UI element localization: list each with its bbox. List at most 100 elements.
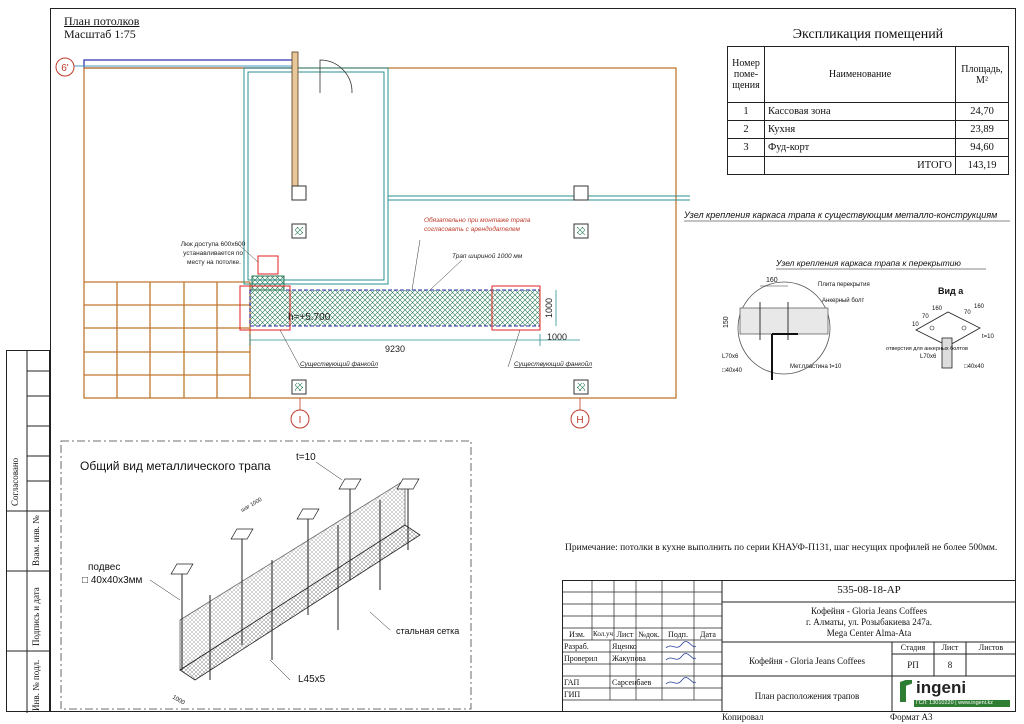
ladder-3d-angle: L45х5	[298, 674, 326, 685]
hatch-note: Люк доступа 600х600 устанавливается по м…	[181, 241, 247, 266]
row-name: Кухня	[764, 120, 956, 139]
ladder-3d-frame	[60, 440, 472, 710]
table-row: 2 Кухня 23,89	[727, 120, 1009, 139]
hdr-koluch: Кол.уч	[593, 630, 613, 638]
side-inv-replace: Взам. инв. №	[31, 515, 41, 566]
project-line-2: г. Алматы, ул. Розыбакиева 247а.	[806, 617, 932, 627]
table-row: 1 Кассовая зона 24,70	[727, 102, 1009, 121]
project-code: 535-08-18-АР	[837, 584, 901, 596]
label-slab: Плита перекрытия	[818, 282, 870, 288]
explication-table: Номер поме-щения Наименование Площадь, М…	[727, 46, 1009, 175]
axis-marker-I	[290, 409, 310, 429]
dimension-lines	[249, 290, 580, 346]
format-label: Формат А3	[890, 712, 933, 722]
row-name: Кассовая зона	[764, 102, 956, 121]
object-name: Кофейня - Gloria Jeans Coffees	[749, 656, 865, 666]
row-area: 94,60	[955, 138, 1009, 157]
door-swing	[319, 59, 353, 94]
va-angle-label: L70х6	[920, 354, 937, 360]
ladder-3d-mesh: стальная сетка	[396, 626, 459, 636]
role-gap: ГАП	[564, 678, 580, 687]
logo-text: ingeni	[916, 678, 967, 697]
side-inv-orig: Инв. № подл.	[31, 659, 41, 711]
name-razrab: Яценко	[612, 642, 637, 651]
node-dim-150: 150	[723, 316, 730, 328]
side-stamp-strip: Согласовано Взам. инв. № Подпись и дата …	[6, 350, 51, 713]
axis-label-6: 6'	[61, 63, 69, 74]
side-strip-grid	[7, 351, 51, 713]
fancoil-label-2: Существующий фанкойл	[514, 360, 592, 368]
red-note-2: согласовать с арендодателем	[424, 225, 521, 233]
role-prover: Проверил	[564, 654, 598, 663]
side-sign-date: Подпись и дата	[31, 587, 41, 646]
view-a-plate	[915, 311, 981, 347]
row-area: 23,89	[955, 120, 1009, 139]
total-value: 143,19	[955, 156, 1009, 175]
copied-label: Копировал	[722, 712, 764, 722]
ladder-3d-step: шаг 1000	[240, 497, 263, 514]
ladder-3d-hanger-size: □ 40х40х3мм	[82, 575, 143, 586]
logo-sub: ГСЛ: 13010220 | www.ingeni.kz	[916, 700, 993, 706]
role-gip: ГИП	[564, 690, 581, 699]
row-name: Фуд-корт	[764, 138, 956, 157]
height-mark: h=+5.700	[288, 312, 331, 323]
explication-title: Экспликация помещений	[792, 27, 944, 42]
row-num: 3	[727, 138, 765, 157]
axis-label-H: H	[576, 415, 583, 426]
hdr-izm: Изм.	[569, 630, 585, 639]
table-row-total: ИТОГО 143,19	[727, 156, 1009, 175]
table-row: 3 Фуд-корт 94,60	[727, 138, 1009, 157]
axis-label-I: I	[299, 415, 302, 426]
ladder-hangers	[181, 485, 409, 680]
signatures	[665, 641, 697, 685]
ladder-3d-dim: 1000	[171, 695, 186, 707]
ingeni-logo-mark	[900, 677, 1010, 707]
view-a-post	[941, 337, 953, 369]
node-circle	[737, 281, 831, 375]
dim-1000-horizontal: 1000	[547, 332, 567, 342]
hdr-stadia: Стадия	[900, 643, 926, 652]
ladder-3d-hanger: подвес	[88, 562, 120, 573]
title-block: 535-08-18-АР Кофейня - Gloria Jeans Coff…	[562, 580, 1016, 712]
hdr-sheet: Лист	[941, 643, 959, 652]
explication: Экспликация помещений Номер поме-щения Н…	[727, 24, 1009, 175]
red-note-1: Обязательно при монтаже трапа	[424, 216, 531, 224]
detail-title-2: Узел крепления каркаса трапа к перекрыти…	[775, 258, 961, 268]
ladder-end-frame-right	[491, 285, 541, 331]
kitchen-walls	[243, 67, 690, 285]
label-angle: L70х6	[722, 354, 739, 360]
row-num: 1	[727, 102, 765, 121]
project-line-1: Кофейня - Gloria Jeans Coffees	[811, 606, 927, 616]
row-area: 24,70	[955, 102, 1009, 121]
detail-title-1: Узел крепления каркаса трапа к существую…	[683, 210, 997, 220]
total-label: ИТОГО	[764, 156, 956, 175]
label-bolt: Анкерный болт	[822, 297, 864, 304]
access-hatch	[257, 255, 279, 275]
label-metal-plate: Мет.пластина t=10	[790, 364, 842, 370]
va-dim-70a: 70	[922, 314, 929, 320]
explication-header-name: Наименование	[764, 46, 956, 103]
stadia-value: РП	[907, 660, 919, 670]
hdr-ndok: №док.	[638, 630, 660, 639]
dim-1000-vertical: 1000	[544, 298, 554, 318]
axis-marker-6	[55, 57, 75, 77]
fancoil-label-1: Существующий фанкойл	[300, 360, 378, 368]
name-prover: Жакупова	[612, 654, 646, 663]
ingeni-logo: ingeni ГСЛ: 13010220 | www.ingeni.kz	[898, 677, 1012, 708]
axis-marker-H	[570, 409, 590, 429]
hdr-podp: Подп.	[668, 630, 688, 639]
ladder-3d-thickness: t=10	[296, 452, 316, 463]
va-dim-70b: 70	[964, 310, 971, 316]
sheet-value: 8	[947, 660, 953, 670]
va-dim-160a: 160	[932, 306, 943, 312]
side-agreed: Согласовано	[10, 457, 20, 506]
va-tube-label: □40х40	[964, 364, 985, 370]
node-dim-160: 160	[766, 277, 778, 284]
tile-grid	[84, 281, 251, 398]
ladder-3d-title: Общий вид металлического трапа	[80, 459, 271, 473]
va-holes-label: отверстия для анкерных болтов	[886, 346, 968, 352]
hdr-list: Лист	[616, 630, 634, 639]
ladder-end-frame-left	[239, 285, 291, 331]
project-line-3: Mega Center Alma-Ata	[826, 628, 912, 638]
note-text: Примечание: потолки в кухне выполнить по…	[565, 543, 998, 553]
